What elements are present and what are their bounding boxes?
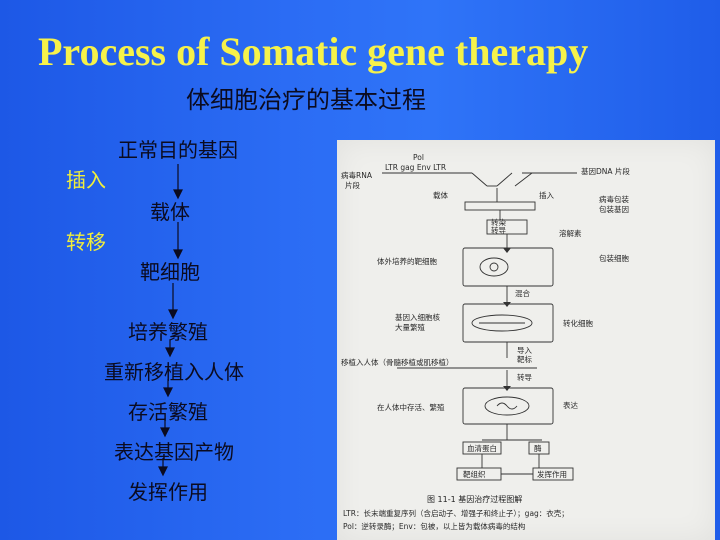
fig-label-gene-into-cell: 基因入细胞核 [395,312,440,322]
fig-label-trans: 转导 [517,372,532,382]
fig-label-pack-gene: 包装基因 [599,204,629,214]
fig-caption-line-1: LTR：长末端重复序列（含启动子、增强子和终止子）；gag：衣壳； [343,508,569,518]
fig-label-express: 表达 [563,400,578,410]
fig-label-virus-pack: 病毒包装 [599,194,629,204]
figure-diagram: Pol LTR gag Env LTR 病毒RNA 片段 基因DNA 片段 载体… [341,153,630,531]
side-label-transfer: 转移 [66,230,106,254]
fig-caption-title: 图 11-1 基因治疗过程图解 [427,494,522,504]
fig-label-helper: 包装细胞 [599,253,629,263]
fig-caption-line-2: Pol：逆转录酶；Env：包被，以上皆为载体病毒的结构 [343,521,526,531]
step-normal-gene: 正常目的基因 [118,138,238,162]
fig-label-mix: 混合 [515,288,530,298]
step-culture: 培养繁殖 [128,320,208,344]
fig-label-ltr: LTR gag Env LTR [385,163,446,172]
slide-title: Process of Somatic gene therapy [38,29,589,74]
fig-label-import: 导入 [517,346,532,355]
fig-label-function: 发挥作用 [537,469,567,479]
fig-label-target-cell: 体外培养的靶细胞 [377,256,437,266]
step-function: 发挥作用 [128,480,208,504]
fig-label-pol: Pol [413,153,424,162]
slide-subtitle: 体细胞治疗的基本过程 [186,86,426,114]
fig-label-enzyme: 酶 [534,443,542,453]
fig-label-virus-rna: 病毒RNA [341,170,373,180]
fig-label-gene-dna: 基因DNA 片段 [581,166,630,176]
step-survive: 存活繁殖 [128,400,208,424]
fig-label-transduce: 转导 [491,225,506,235]
fig-label-piece: 片段 [345,180,360,190]
textbook-figure: Pol LTR gag Env LTR 病毒RNA 片段 基因DNA 片段 载体… [337,140,715,540]
fig-label-survive: 在人体中存活、繁殖 [377,402,445,412]
step-target-cell: 靶细胞 [140,260,200,284]
fig-label-target-tissue: 靶组织 [463,469,486,479]
fig-label-transfect: 转染 [491,217,506,227]
fig-label-blood-protein: 血清蛋白 [467,443,497,453]
fig-label-vector: 载体 [433,190,448,200]
side-label-insert: 插入 [66,168,106,192]
fig-label-secrete: 溶解素 [559,228,582,238]
fig-label-mass-culture: 大量繁殖 [395,322,425,332]
step-transplant: 重新移植入人体 [104,360,244,384]
fig-label-conv-cell: 转化细胞 [563,318,593,328]
fig-label-target: 靶标 [517,354,532,364]
step-express: 表达基因产物 [114,440,234,464]
step-vector: 载体 [150,200,190,224]
fig-label-insert: 插入 [539,190,554,200]
fig-label-transplant: 移植入人体（骨髓移植或肌移植） [341,357,454,367]
